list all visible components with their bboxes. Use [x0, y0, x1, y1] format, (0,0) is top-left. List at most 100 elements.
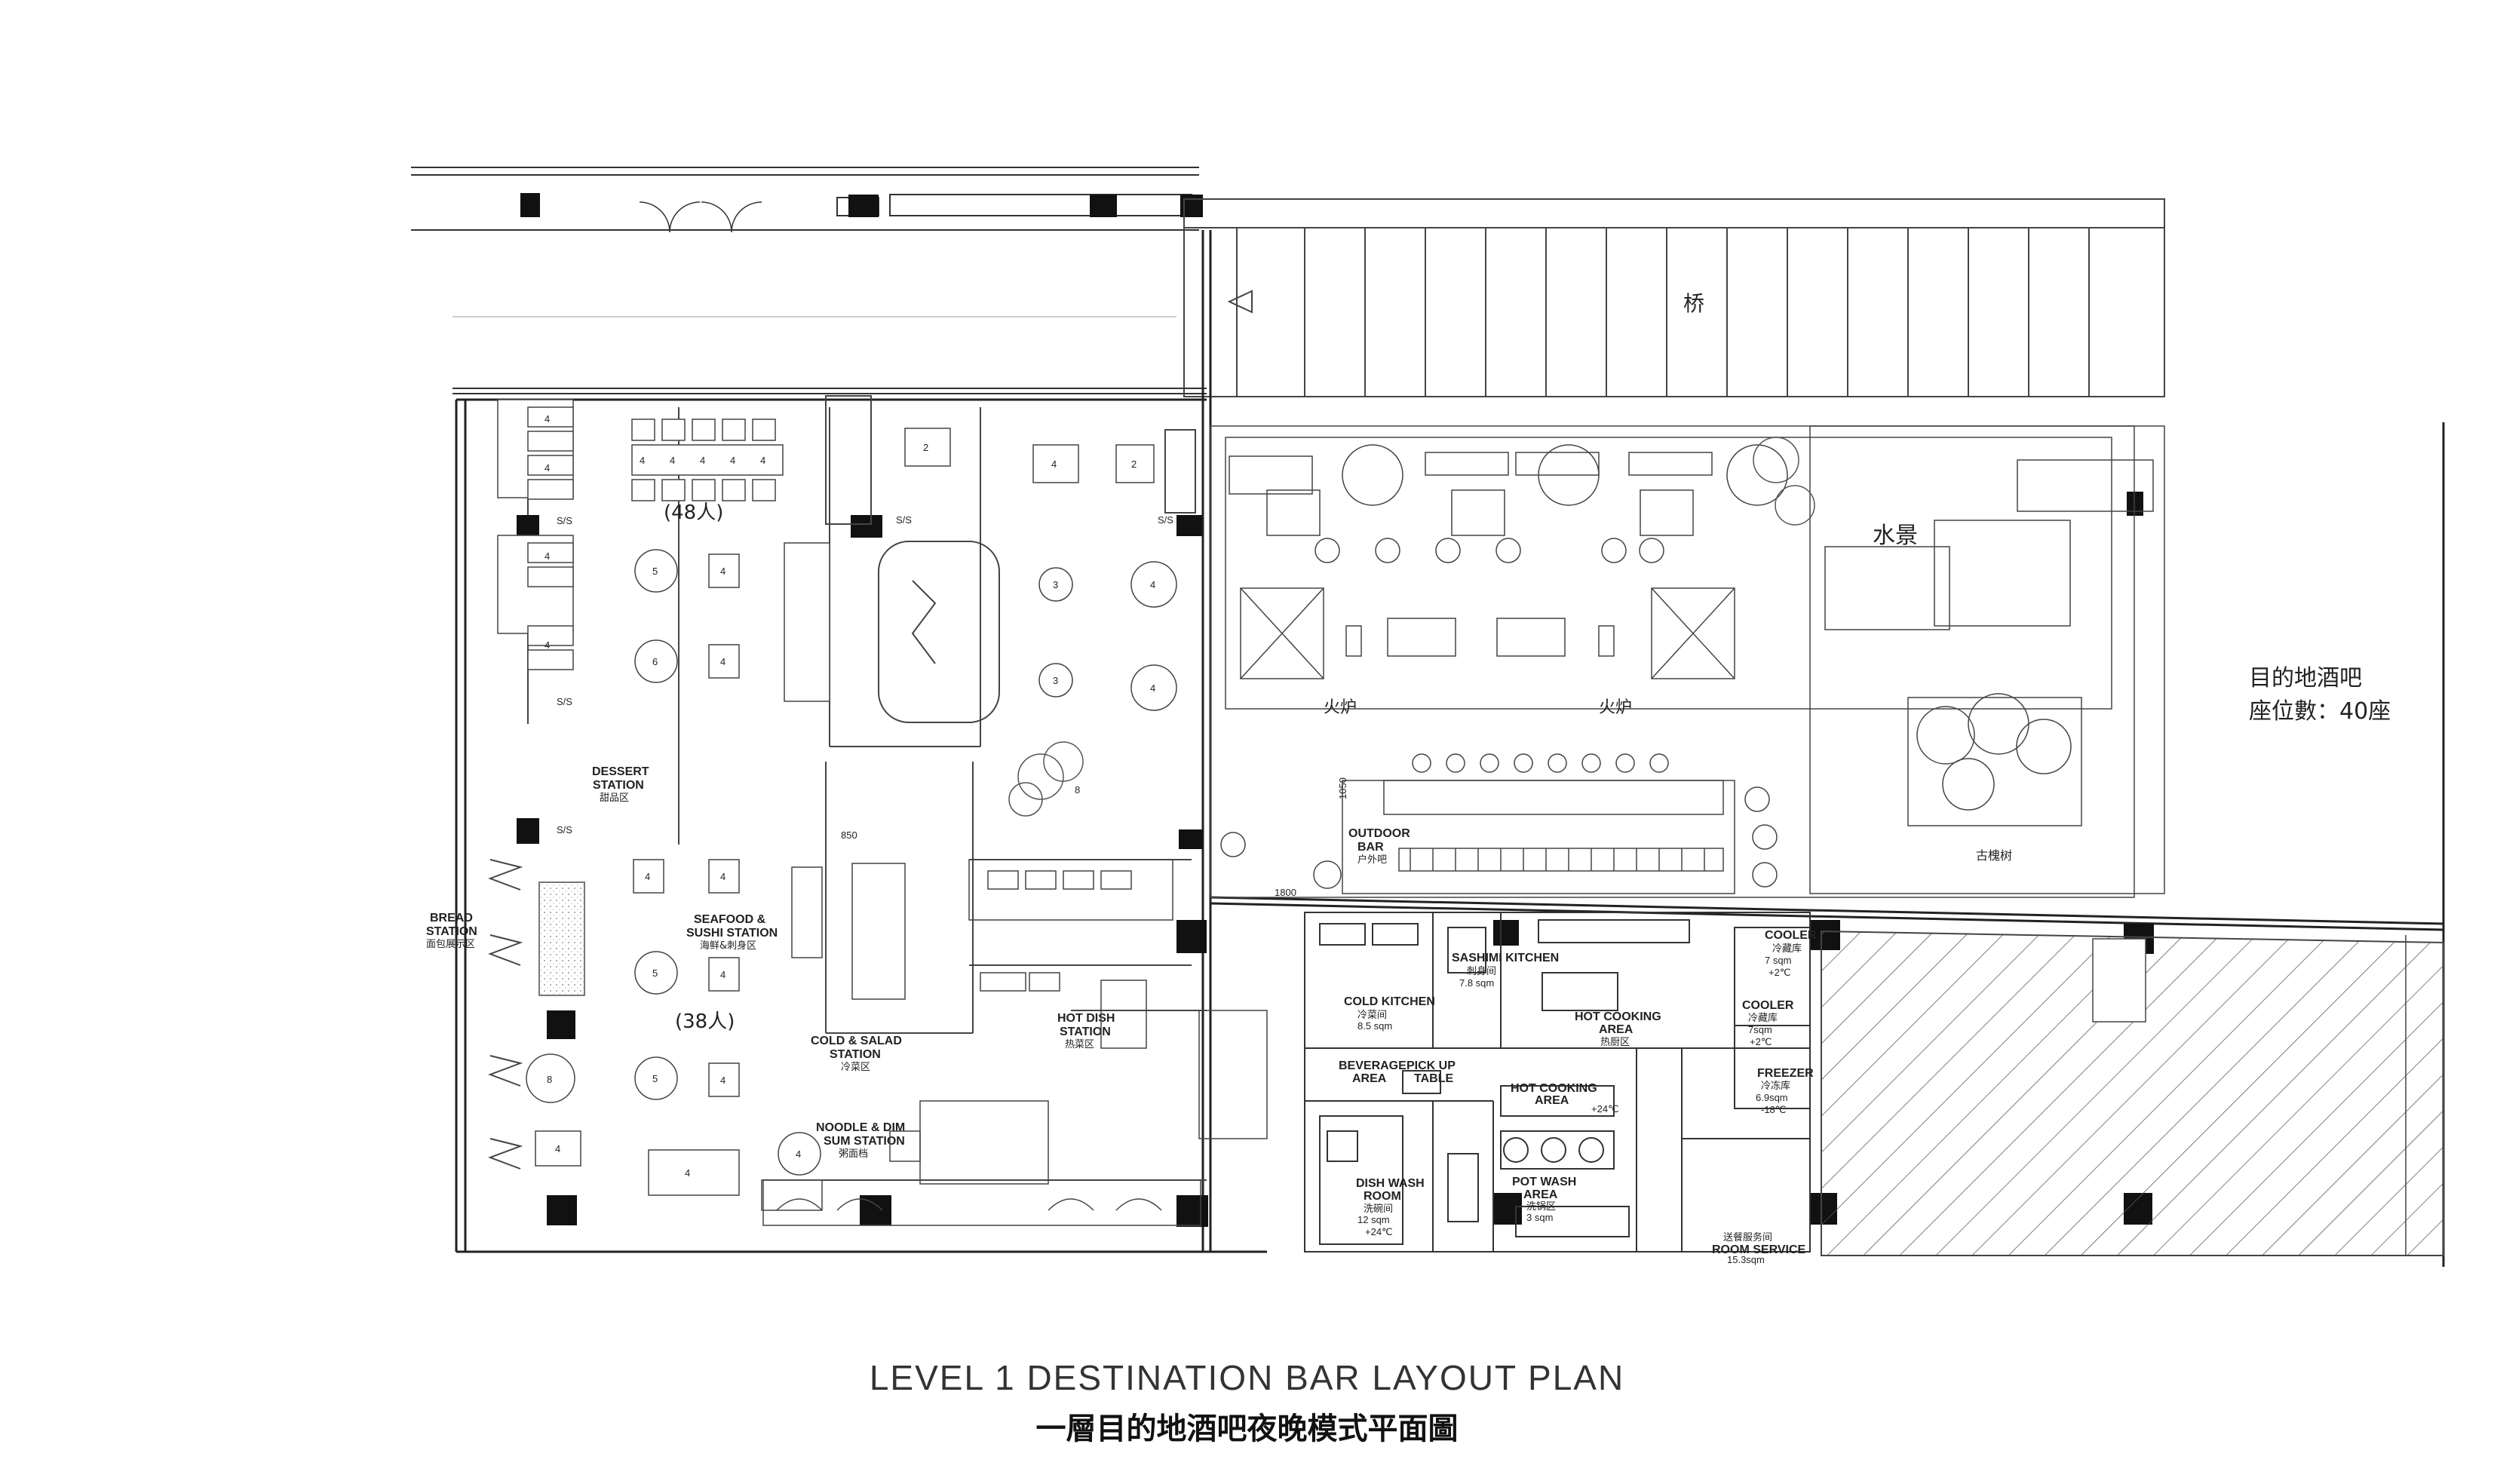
- dining-tables: [497, 399, 1177, 1211]
- table-label: S/S: [557, 696, 572, 707]
- freezer-zh: 冷冻库: [1761, 1080, 1790, 1092]
- pot-wash-en1: POT WASH: [1512, 1176, 1576, 1188]
- freezer-label: FREEZER: [1757, 1067, 1814, 1080]
- dish-wash-temp: +24℃: [1365, 1226, 1393, 1237]
- cooler-2-area: 7sqm: [1748, 1024, 1772, 1035]
- table-label: 6: [652, 656, 658, 667]
- buffet-island: [825, 395, 1196, 723]
- noodle-station-en2: SUM STATION: [824, 1135, 905, 1148]
- hot-cooking-area-2-en1: HOT COOKING: [1511, 1082, 1597, 1095]
- bridge-area: [1183, 198, 2165, 397]
- cold-salad-station-en2: STATION: [830, 1048, 881, 1061]
- bridge-label: 桥: [1683, 291, 1704, 316]
- table-label: 4: [545, 462, 550, 474]
- pot-wash-zh: 洗锅区: [1526, 1200, 1556, 1213]
- cold-kitchen-area: 8.5 sqm: [1357, 1020, 1392, 1032]
- dish-wash-en2: ROOM: [1364, 1190, 1401, 1203]
- pickup-table-en1: PICK UP: [1407, 1059, 1456, 1072]
- table-label: 4: [720, 871, 725, 882]
- dish-wash-en1: DISH WASH: [1356, 1177, 1425, 1190]
- sashimi-kitchen-area: 7.8 sqm: [1459, 977, 1494, 989]
- table-label: 4: [720, 969, 725, 980]
- entry-doors: [639, 201, 762, 233]
- table-label: 4: [555, 1143, 560, 1154]
- cooler-2-zh: 冷藏库: [1748, 1012, 1778, 1024]
- kitchen-equipment: [762, 859, 1268, 1226]
- cooler-1-temp: +2℃: [1769, 967, 1790, 978]
- hot-dish-station-en2: STATION: [1060, 1026, 1111, 1038]
- table-label: 4: [545, 550, 550, 562]
- outdoor-bar-en1: OUTDOOR: [1348, 827, 1410, 840]
- table-label: 4: [720, 656, 725, 667]
- table-label: 4: [720, 566, 725, 577]
- hot-cooking-area-1-en2: AREA: [1599, 1023, 1634, 1036]
- table-label: 4: [670, 455, 675, 466]
- table-label: 4: [1051, 458, 1057, 470]
- bar-seat-count: 座位數：40座: [2249, 698, 2391, 725]
- hot-cooking-area-2-temp: +24℃: [1591, 1103, 1619, 1115]
- hot-cooking-area-1-zh: 热厨区: [1600, 1037, 1630, 1048]
- pot-wash-area: 3 sqm: [1526, 1212, 1553, 1223]
- boh-room-labels: COLD KITCHEN 冷菜间 8.5 sqm SASHIMI KITCHEN…: [1339, 929, 1817, 1265]
- table-label: 4: [645, 871, 650, 882]
- table-label: 4: [760, 455, 765, 466]
- cold-salad-station-zh: 冷菜区: [841, 1062, 870, 1073]
- dessert-station-en1: DESSERT: [592, 765, 649, 778]
- table-label: 5: [652, 967, 658, 979]
- bread-station-en1: BREAD: [430, 912, 473, 924]
- noodle-station-zh: 粥面档: [839, 1148, 868, 1160]
- sashimi-kitchen-zh: 刺身间: [1467, 965, 1496, 977]
- table-label: S/S: [1158, 514, 1173, 526]
- table-label: 4: [640, 455, 645, 466]
- cooler-1-area: 7 sqm: [1765, 955, 1791, 966]
- sashimi-kitchen-label: SASHIMI KITCHEN: [1452, 952, 1559, 964]
- seat-count-48: (48人): [664, 501, 723, 524]
- freezer-area: 6.9sqm: [1756, 1092, 1788, 1103]
- table-label: 2: [1131, 458, 1137, 470]
- table-label: 2: [923, 442, 928, 453]
- planter-dining: [1008, 741, 1084, 817]
- fire-pit-label-right: 火炉: [1599, 698, 1632, 717]
- seafood-station-zh: 海鲜&刺身区: [700, 940, 756, 952]
- bread-station-en2: STATION: [426, 925, 477, 938]
- freezer-temp: -18℃: [1761, 1104, 1786, 1115]
- hot-dish-station-en1: HOT DISH: [1057, 1012, 1115, 1025]
- room-service-area: 15.3sqm: [1727, 1254, 1765, 1265]
- water-feature-label: 水景: [1873, 523, 1918, 549]
- table-label: S/S: [896, 514, 912, 526]
- cooler-2-label: COOLER: [1742, 999, 1794, 1012]
- room-service-zh: 送餐服务间: [1723, 1231, 1772, 1243]
- structural-columns-top: [520, 193, 1203, 217]
- outdoor-bar-en2: BAR: [1357, 841, 1384, 854]
- table-label: 4: [685, 1167, 690, 1179]
- fire-pit-label-left: 火炉: [1324, 698, 1357, 717]
- tree-cluster: [1753, 437, 1815, 526]
- bar-seat-note: 目的地酒吧 座位數：40座: [2249, 662, 2391, 728]
- dessert-station-en2: STATION: [593, 779, 644, 792]
- dish-wash-area: 12 sqm: [1357, 1214, 1390, 1225]
- north-wall: [411, 167, 1207, 394]
- dimension-1050: 1050: [1337, 777, 1348, 799]
- hot-cooking-area-1-en1: HOT COOKING: [1575, 1010, 1661, 1023]
- pot-wash-en2: AREA: [1523, 1188, 1558, 1201]
- table-label: 4: [1150, 682, 1155, 694]
- table-label: 8: [1075, 784, 1080, 796]
- water-feature: [1809, 425, 2165, 894]
- cooler-1-zh: 冷藏库: [1772, 943, 1802, 955]
- table-label: 4: [730, 455, 735, 466]
- dimension-850: 850: [841, 829, 857, 841]
- beverage-area-en1: BEVERAGE: [1339, 1059, 1407, 1072]
- table-label: 5: [652, 1073, 658, 1084]
- table-label: 5: [652, 566, 658, 577]
- cooler-2-temp: +2℃: [1750, 1036, 1772, 1047]
- dessert-station-zh: 甜品区: [600, 792, 629, 804]
- table-label: 3: [1053, 579, 1058, 590]
- table-label: S/S: [557, 824, 572, 836]
- table-number-labels: 4 4 4 4 4 4 4 4 4 5 4 6 4 2 4 2 4 4 3 3 …: [545, 413, 1173, 1179]
- noodle-station-en1: NOODLE & DIM: [816, 1121, 905, 1134]
- cooler-1-label: COOLER: [1765, 929, 1817, 942]
- table-label: 4: [700, 455, 705, 466]
- outdoor-bar-zh: 户外吧: [1357, 854, 1387, 866]
- seat-count-38: (38人): [675, 1010, 735, 1033]
